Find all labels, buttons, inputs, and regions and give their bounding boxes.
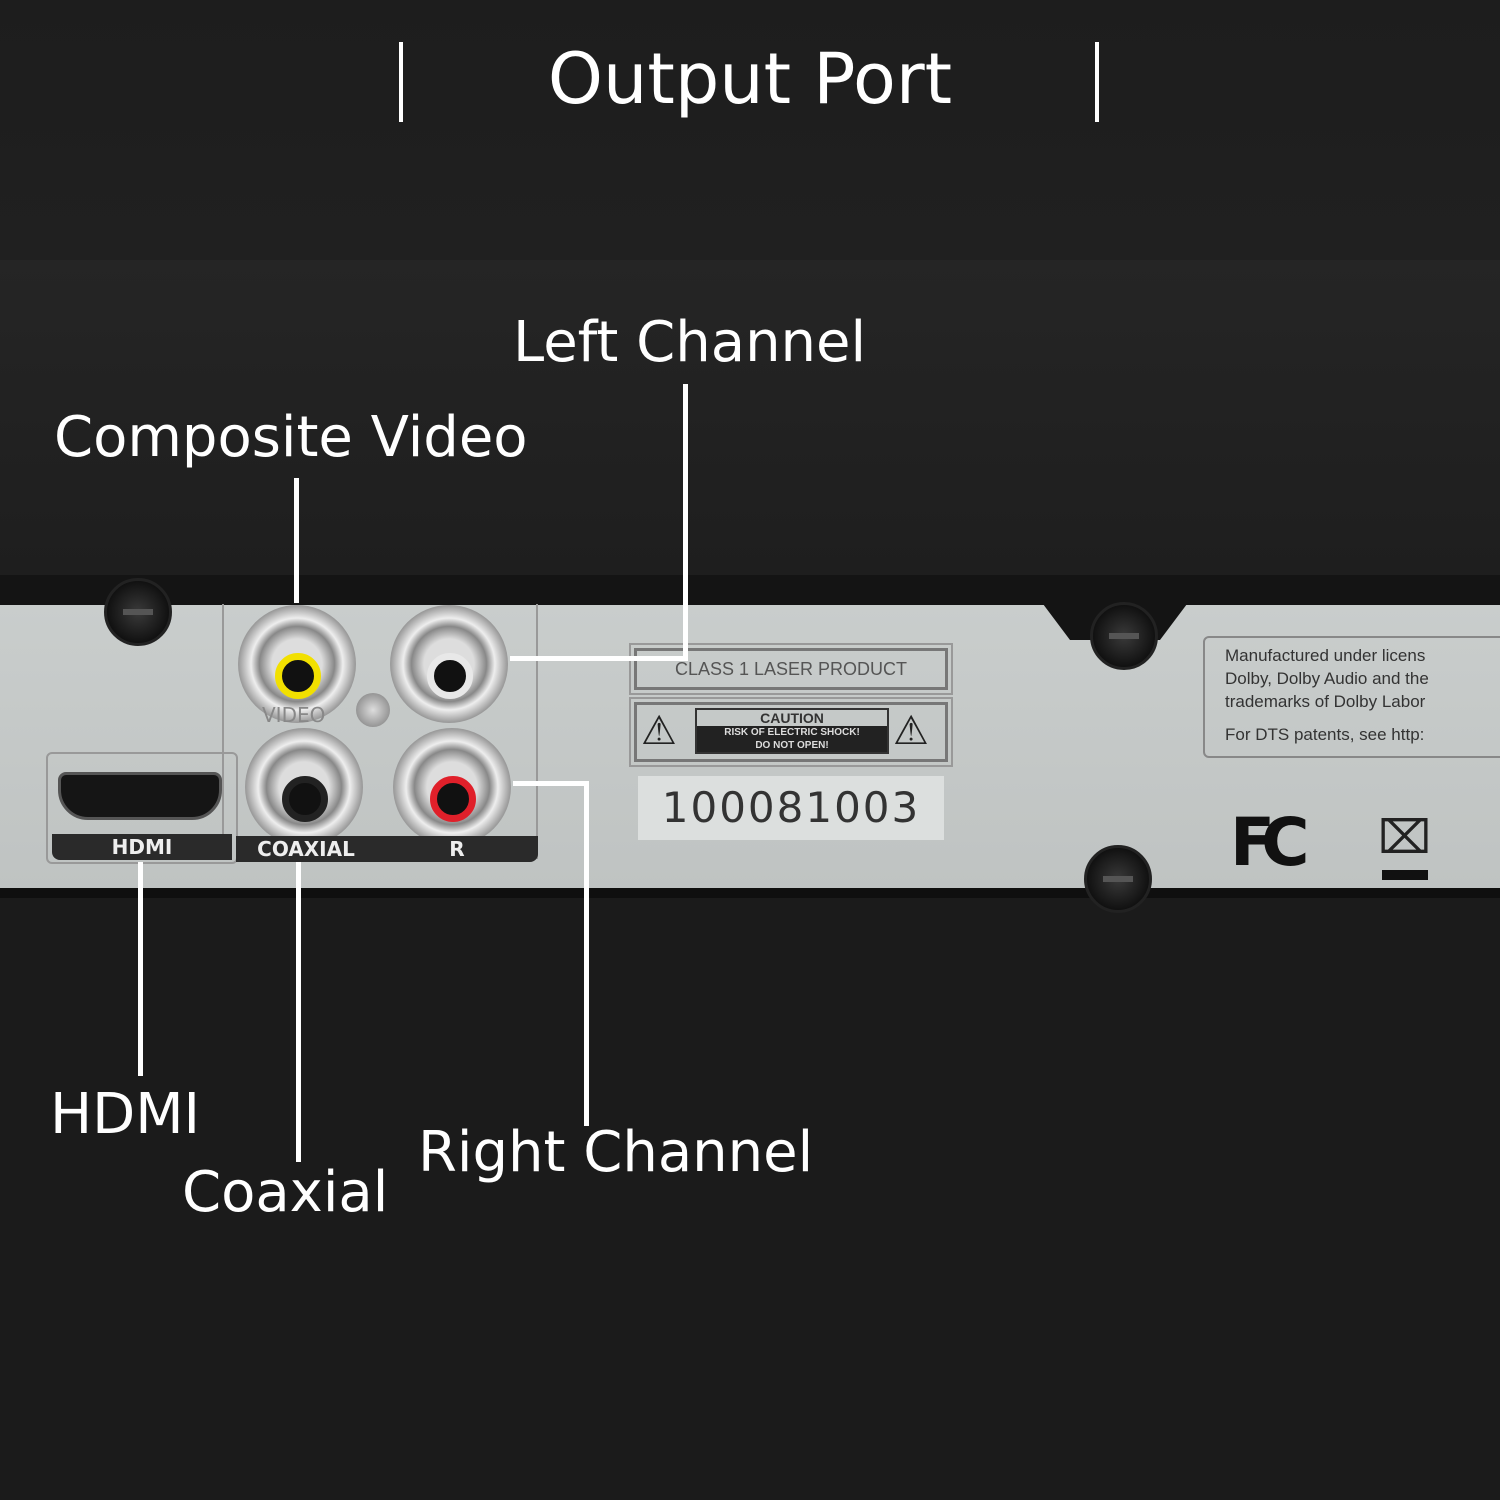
hdmi-port-label: HDMI	[52, 834, 232, 860]
laser-label: CLASS 1 LASER PRODUCT	[629, 643, 953, 695]
callout-line-left-horizontal	[510, 656, 688, 661]
right-audio-jack	[393, 728, 511, 846]
callout-composite-video: Composite Video	[54, 405, 528, 470]
coaxial-jack-ring	[282, 776, 328, 822]
title-divider-left	[399, 42, 403, 122]
hdmi-port	[58, 772, 222, 820]
callout-line-right-horizontal	[513, 781, 589, 786]
callout-line-hdmi	[138, 862, 143, 1076]
license-line: trademarks of Dolby Labor	[1225, 692, 1426, 711]
exclamation-warning-icon: ⚠	[893, 709, 929, 753]
right-port-label: R	[376, 836, 538, 862]
screw	[1090, 602, 1158, 670]
callout-hdmi: HDMI	[50, 1082, 201, 1147]
caution-text-2: DO NOT OPEN!	[697, 739, 887, 752]
caution-box: CAUTION RISK OF ELECTRIC SHOCK! DO NOT O…	[695, 708, 889, 754]
coaxial-jack	[245, 728, 363, 846]
callout-left-channel: Left Channel	[513, 310, 867, 375]
license-line: Manufactured under licens	[1225, 646, 1426, 665]
caution-label: ⚠ CAUTION RISK OF ELECTRIC SHOCK! DO NOT…	[629, 697, 953, 767]
callout-coaxial: Coaxial	[182, 1160, 389, 1225]
license-line: For DTS patents, see http:	[1225, 725, 1425, 744]
background-device-top	[0, 260, 1500, 580]
license-label: Manufactured under licens Dolby, Dolby A…	[1203, 636, 1500, 758]
left-audio-jack	[390, 605, 508, 723]
panel-shadow	[0, 888, 1500, 898]
coaxial-port-label: COAXIAL	[236, 836, 376, 862]
license-line: Dolby, Dolby Audio and the	[1225, 669, 1429, 688]
weee-bar	[1382, 870, 1428, 880]
page-title: Output Port	[547, 38, 953, 120]
video-jack-ring	[275, 653, 321, 699]
right-jack-ring	[430, 776, 476, 822]
screw	[104, 578, 172, 646]
video-port-label: VIDEO	[262, 703, 326, 727]
background-top	[0, 0, 1500, 260]
callout-line-composite	[294, 478, 299, 603]
fcc-logo: FC	[1230, 804, 1309, 881]
serial-number: 100081003	[638, 776, 944, 840]
video-jack	[238, 605, 356, 723]
callout-line-right-vertical	[584, 781, 589, 1126]
callout-line-coaxial	[296, 862, 301, 1162]
electric-warning-icon: ⚠	[641, 709, 677, 753]
callout-line-left-vertical	[683, 384, 688, 660]
weee-bin-icon: ⌧	[1378, 810, 1432, 864]
screw	[1084, 845, 1152, 913]
title-divider-right	[1095, 42, 1099, 122]
caution-title: CAUTION	[760, 710, 824, 726]
small-screw	[356, 693, 390, 727]
av-port-group	[222, 604, 538, 859]
caution-text-1: RISK OF ELECTRIC SHOCK!	[697, 726, 887, 739]
callout-right-channel: Right Channel	[418, 1120, 814, 1185]
left-jack-ring	[427, 653, 473, 699]
